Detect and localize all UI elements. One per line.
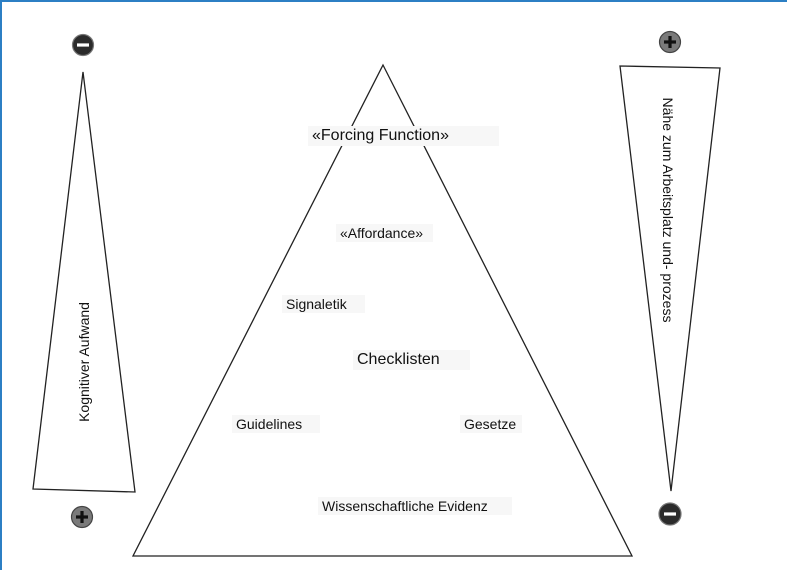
left-scale-label: Kognitiver Aufwand [76,302,92,422]
plus-icon [658,30,682,54]
pyramid-level-guidelines: Guidelines [232,415,321,433]
left-wedge [32,71,136,493]
minus-icon [71,33,95,57]
pyramid-level-checklisten: Checklisten [353,350,470,370]
pyramid-level-wissenschaftliche-evidenz: Wissenschaftliche Evidenz [318,497,512,515]
pyramid-level-forcing-function: «Forcing Function» [308,126,499,146]
right-wedge [619,65,721,492]
right-scale-label: Nähe zum Arbeitsplatz und- prozess [660,97,676,323]
plus-icon [70,505,94,529]
minus-icon [658,502,682,526]
pyramid-level-gesetze: Gesetze [460,415,523,433]
pyramid-level-affordance: «Affordance» [336,224,434,242]
pyramid-triangle [131,63,634,557]
pyramid-level-signaletik: Signaletik [282,295,365,313]
